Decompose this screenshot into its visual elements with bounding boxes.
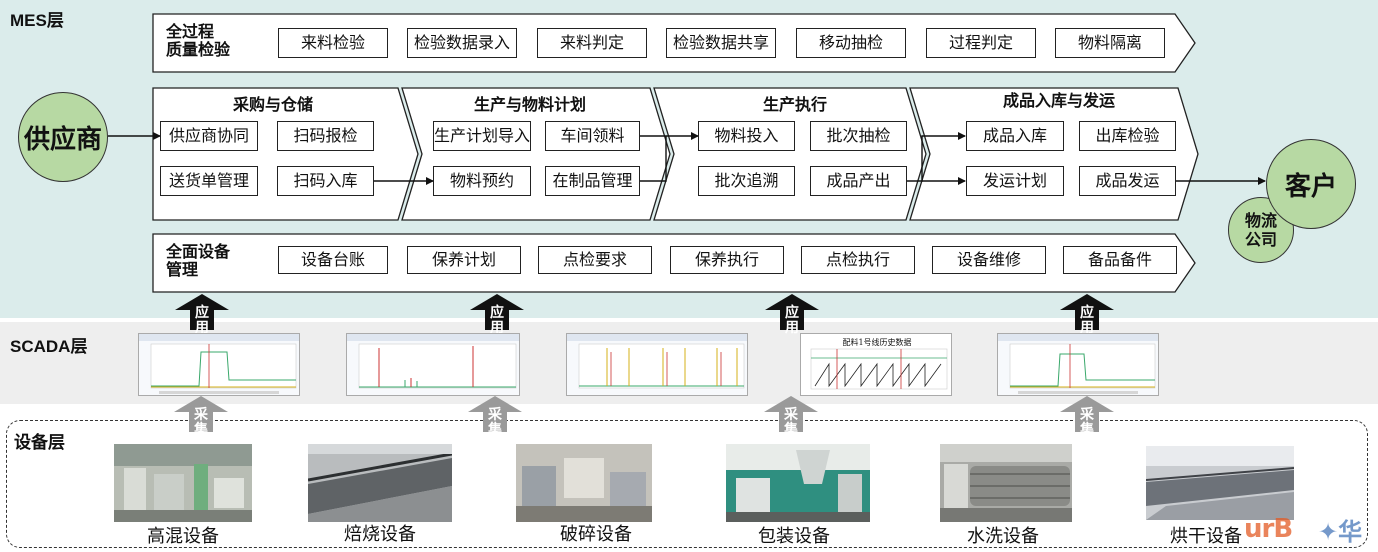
scada-history-title: 配料1号线历史数据	[842, 338, 912, 347]
quality-item[interactable]: 物料隔离	[1055, 28, 1165, 58]
equipment-mgmt-item[interactable]: 备品备件	[1063, 246, 1177, 274]
crusher-equipment-photo	[516, 444, 652, 522]
device-label: 高混设备	[147, 526, 219, 547]
supplier-circle: 供应商	[18, 92, 108, 182]
quality-title: 全过程 质量检验	[166, 22, 231, 60]
watermark-logo-mark: ✦华	[1318, 518, 1363, 546]
quality-title-line2: 质量检验	[166, 40, 231, 60]
connector-output-to-warehouse	[897, 132, 966, 182]
equipment-mgmt-title-line2: 管理	[166, 260, 199, 280]
collect-arrow: 采集	[468, 396, 522, 438]
collect-arrow: 采集	[764, 396, 818, 438]
apply-arrow: 应用	[1060, 294, 1114, 336]
mixer-equipment-photo	[114, 444, 252, 522]
device-label: 破碎设备	[560, 524, 632, 545]
device-label: 包装设备	[758, 526, 830, 547]
shipping-item[interactable]: 出库检验	[1079, 121, 1176, 151]
device-layer-frame	[6, 420, 1368, 548]
shipping-title: 成品入库与发运	[1003, 91, 1116, 110]
equipment-mgmt-item[interactable]: 保养计划	[407, 246, 521, 274]
packing-equipment-photo	[726, 444, 870, 522]
equipment-mgmt-item[interactable]: 保养执行	[670, 246, 784, 274]
device-label: 烘干设备	[1170, 526, 1242, 547]
planning-item[interactable]: 车间领料	[545, 121, 640, 151]
quality-item[interactable]: 检验数据录入	[407, 28, 517, 58]
quality-item[interactable]: 检验数据共享	[666, 28, 776, 58]
execution-item[interactable]: 批次抽检	[810, 121, 907, 151]
washer-equipment-photo	[940, 444, 1072, 522]
shipping-item[interactable]: 发运计划	[966, 166, 1064, 196]
apply-arrow: 应用	[470, 294, 524, 336]
scada-trend-screen	[997, 333, 1159, 396]
device-layer-label: 设备层	[14, 433, 65, 452]
execution-item[interactable]: 物料投入	[698, 121, 795, 151]
execution-item[interactable]: 成品产出	[810, 166, 907, 196]
quality-item[interactable]: 来料检验	[278, 28, 388, 58]
scada-layer-label: SCADA层	[10, 337, 88, 356]
collect-arrow: 采集	[1060, 396, 1114, 438]
device-label: 焙烧设备	[344, 524, 416, 545]
procurement-item[interactable]: 供应商协同	[160, 121, 258, 151]
equipment-mgmt-title: 全面设备 管理	[166, 242, 231, 280]
collect-arrow: 采集	[174, 396, 228, 438]
quality-title-line1: 全过程	[166, 22, 215, 41]
shipping-item[interactable]: 成品发运	[1079, 166, 1176, 196]
equipment-mgmt-item[interactable]: 点检要求	[538, 246, 652, 274]
procurement-item[interactable]: 送货单管理	[160, 166, 258, 196]
planning-item[interactable]: 在制品管理	[545, 166, 640, 196]
equipment-mgmt-item[interactable]: 设备台账	[278, 246, 388, 274]
mes-layer-label: MES层	[10, 11, 64, 30]
scada-history-screen: 配料1号线历史数据	[800, 333, 952, 396]
customer-circle: 客户	[1266, 139, 1356, 229]
planning-item[interactable]: 物料预约	[433, 166, 531, 196]
quality-item[interactable]: 移动抽检	[796, 28, 906, 58]
equipment-mgmt-title-line1: 全面设备	[166, 242, 231, 261]
apply-arrow: 应用	[175, 294, 229, 336]
execution-item[interactable]: 批次追溯	[698, 166, 795, 196]
execution-title: 生产执行	[763, 95, 828, 114]
planning-item[interactable]: 生产计划导入	[433, 121, 531, 151]
logistics-line1: 物流	[1244, 210, 1277, 230]
device-label: 水洗设备	[967, 526, 1039, 547]
dryer-equipment-photo	[1146, 446, 1294, 520]
procurement-item[interactable]: 扫码入库	[277, 166, 374, 196]
planning-title: 生产与物料计划	[474, 95, 587, 114]
equipment-mgmt-item[interactable]: 点检执行	[801, 246, 915, 274]
procurement-title: 采购与仓储	[233, 95, 314, 114]
quality-item[interactable]: 过程判定	[926, 28, 1036, 58]
apply-arrow: 应用	[765, 294, 819, 336]
watermark-logo: urB	[1244, 514, 1293, 544]
equipment-mgmt-item[interactable]: 设备维修	[932, 246, 1046, 274]
scada-trend-screen	[138, 333, 300, 396]
procurement-item[interactable]: 扫码报检	[277, 121, 374, 151]
kiln-equipment-photo	[308, 444, 452, 522]
quality-item[interactable]: 来料判定	[537, 28, 647, 58]
scada-trend-screen	[566, 333, 748, 396]
shipping-item[interactable]: 成品入库	[966, 121, 1064, 151]
logistics-line2: 公司	[1244, 230, 1277, 249]
scada-trend-screen	[346, 333, 520, 396]
connector-wip-to-input	[640, 136, 667, 182]
